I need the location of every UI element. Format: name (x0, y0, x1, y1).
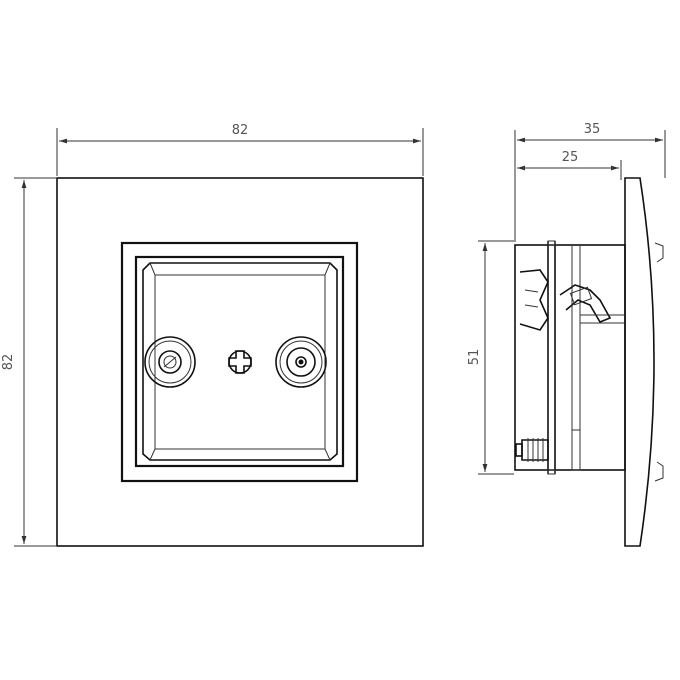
front-height-label: 82 (1, 354, 16, 371)
screw-icon (228, 350, 252, 374)
side-body (514, 244, 626, 471)
side-height-label: 51 (467, 349, 482, 366)
mounting-claw (519, 269, 549, 331)
radio-socket-icon (275, 336, 327, 388)
side-depth-body-label: 25 (562, 150, 579, 165)
side-cover-plate (624, 177, 655, 547)
terminal-clamp (559, 284, 612, 323)
side-depth-total-label: 35 (584, 122, 601, 137)
side-depth-body-dimension: 25 (517, 150, 622, 180)
side-depth-total-dimension: 35 (514, 122, 666, 242)
front-width-label: 82 (232, 123, 249, 138)
cover-plate (142, 262, 338, 461)
front-view: 82 82 (1, 123, 424, 547)
front-width-dimension: 82 (56, 123, 424, 176)
side-screw-icon (515, 429, 581, 471)
module-frame (134, 255, 345, 468)
outer-frame (56, 177, 424, 547)
tv-socket-icon (144, 336, 196, 388)
side-height-dimension: 51 (467, 240, 514, 475)
front-height-dimension: 82 (1, 177, 56, 547)
side-view: 35 25 51 (467, 122, 666, 547)
insert-frame (120, 241, 359, 483)
